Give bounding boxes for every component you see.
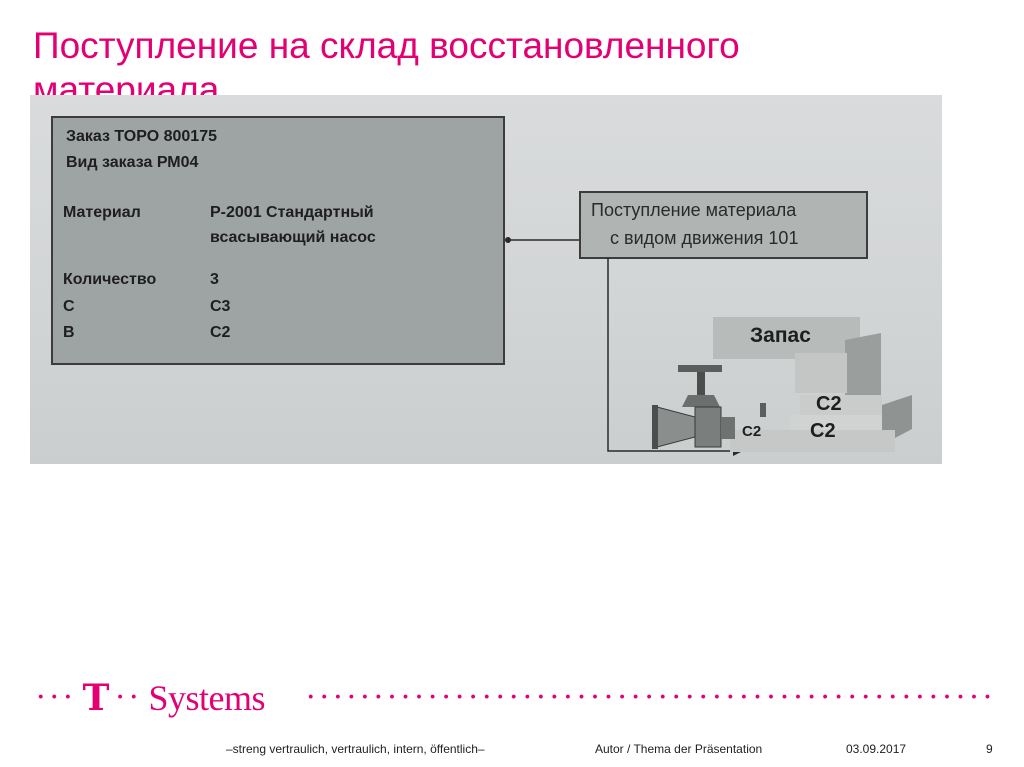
c-value: C3 bbox=[210, 298, 231, 315]
logo-dots-left: ··· bbox=[36, 680, 77, 715]
material-label: Материал bbox=[63, 204, 141, 221]
footer-page-number: 9 bbox=[986, 742, 993, 756]
pump-tag: C2 bbox=[742, 423, 762, 440]
stack-block-top bbox=[795, 353, 847, 393]
receipt-line2: с видом движения 101 bbox=[610, 228, 799, 248]
footer-classification: –streng vertraulich, vertraulich, intern… bbox=[226, 742, 485, 756]
receipt-box bbox=[579, 191, 868, 259]
slide-title: Поступление на склад восстановленного ма… bbox=[33, 25, 740, 110]
c-label: C bbox=[63, 298, 75, 315]
material-value-line1: Р-2001 Стандартный bbox=[210, 204, 374, 221]
logo-trailing-dots: ········································… bbox=[306, 680, 996, 715]
order-number: Заказ ТОРО 800175 bbox=[66, 128, 217, 145]
process-photo: Заказ ТОРО 800175 Вид заказа РМ04 Матери… bbox=[30, 95, 942, 464]
b-value: C2 bbox=[210, 324, 231, 341]
material-value-line2: всасывающий насос bbox=[210, 229, 376, 246]
stock-slab bbox=[713, 317, 860, 359]
b-label: B bbox=[63, 324, 75, 341]
process-diagram bbox=[51, 116, 912, 456]
receipt-line1: Поступление материала bbox=[591, 200, 797, 220]
footer-date: 03.09.2017 bbox=[846, 742, 907, 756]
pump-icon bbox=[652, 365, 766, 449]
quantity-value: 3 bbox=[210, 271, 219, 288]
quantity-label: Количество bbox=[63, 271, 157, 288]
receipt-to-stock-line bbox=[607, 258, 733, 452]
order-box bbox=[51, 116, 505, 365]
logo-dots-mid: ·· bbox=[115, 680, 143, 715]
t-mark-icon: T bbox=[82, 677, 110, 719]
stock-label: Запас bbox=[750, 324, 811, 347]
footer-author-topic: Autor / Thema der Präsentation bbox=[595, 742, 763, 756]
brand-name: Systems bbox=[148, 678, 266, 718]
stack-tag-lower: C2 bbox=[810, 420, 836, 442]
stock-base bbox=[730, 430, 895, 452]
order-type: Вид заказа РМ04 bbox=[66, 154, 199, 171]
stack-tag-upper: C2 bbox=[816, 393, 842, 415]
t-systems-logo: ··· T ·· Systems bbox=[36, 677, 266, 719]
